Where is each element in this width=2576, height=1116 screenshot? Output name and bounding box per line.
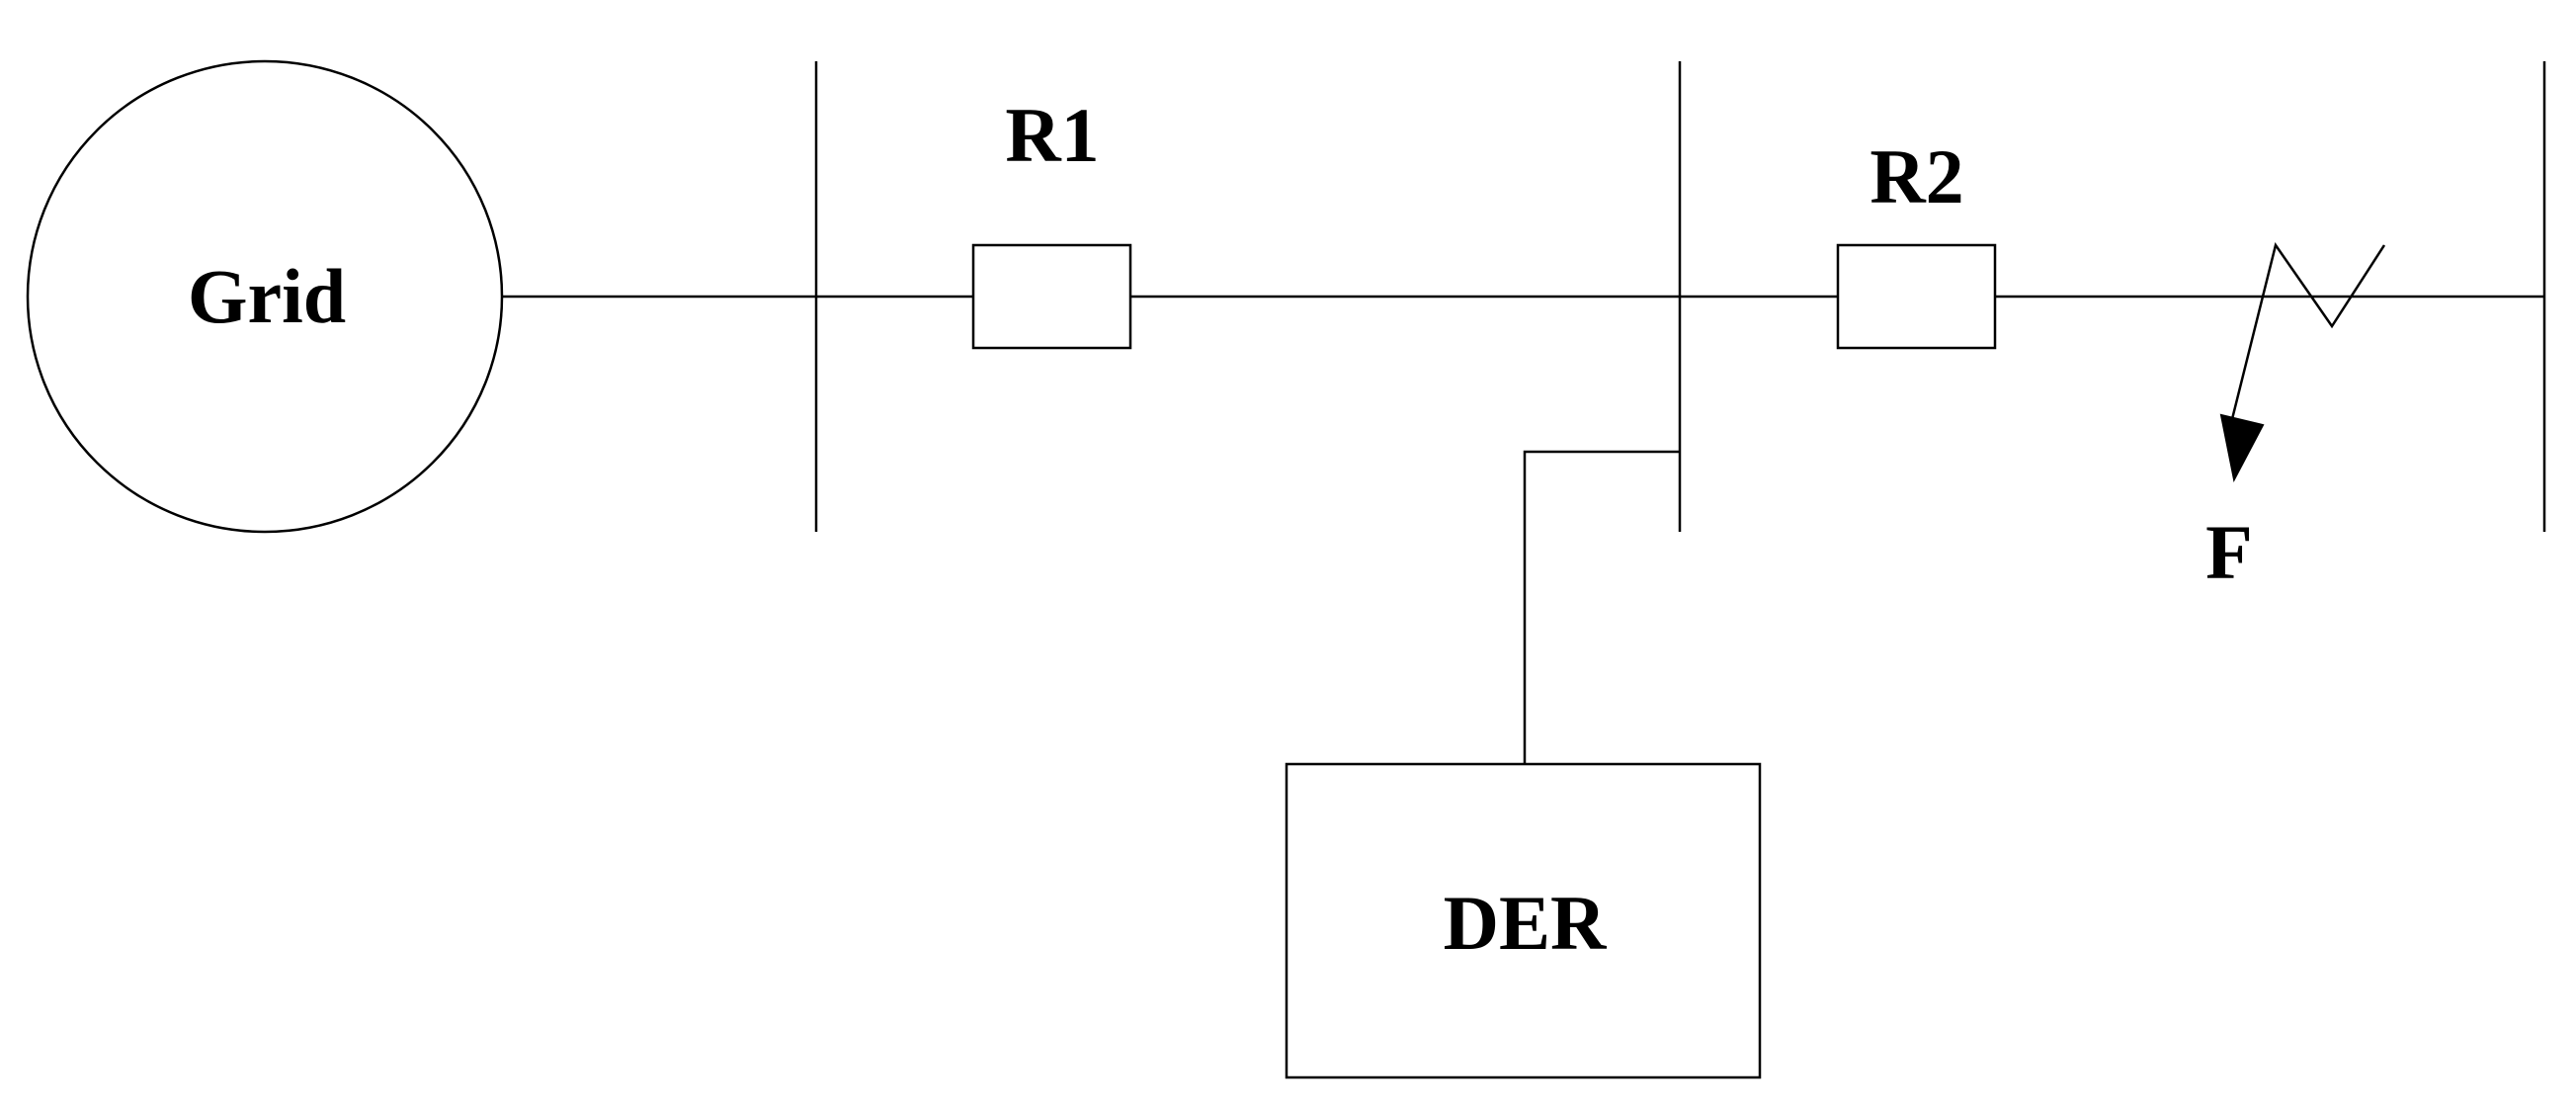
der-box	[1285, 762, 1762, 1079]
relay-r1-box	[971, 243, 1132, 350]
der-label: DER	[1444, 880, 1608, 966]
fault-label: F	[2205, 509, 2253, 595]
der-connection-line	[1523, 450, 1680, 764]
relay-r2-label: R2	[1870, 133, 1963, 219]
relay-r1-label: R1	[1005, 92, 1099, 178]
relay-r2-box	[1836, 243, 1997, 350]
grid-label: Grid	[188, 253, 346, 339]
fault-zigzag	[2229, 242, 2386, 424]
fault-arrow-head	[2219, 413, 2265, 482]
